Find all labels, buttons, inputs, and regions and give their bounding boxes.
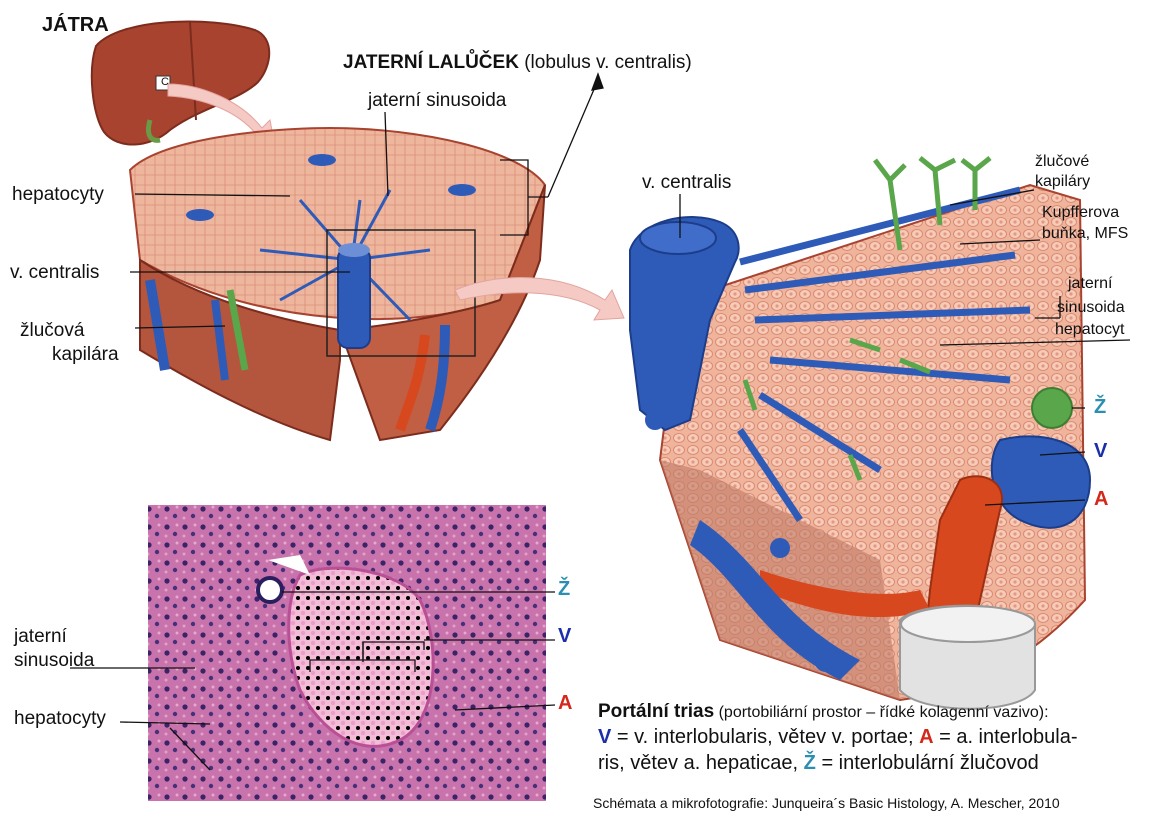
source-credit: Schémata a mikrofotografie: Junqueira´s …	[593, 792, 1060, 814]
caption-line3-a: ris, větev a. hepaticae,	[598, 752, 804, 774]
label-jaterni-right-2: sinusoida	[1057, 298, 1125, 317]
label-micro-sinus-1: jaterní	[14, 626, 67, 648]
caption-line2-b: = a. interlobula-	[934, 726, 1078, 748]
label-zlucove-kapilary-1: žlučové	[1035, 152, 1089, 171]
whole-liver-illustration	[92, 22, 269, 145]
caption-line-1: Portální trias (portobiliární prostor – …	[598, 700, 1049, 723]
label-zlucove-kapilary-2: kapiláry	[1035, 172, 1090, 191]
liver-section-marker: C	[158, 75, 172, 89]
label-zlucova-kapilara-2: kapilára	[52, 344, 119, 366]
label-A-micro: A	[558, 692, 572, 714]
label-v-centralis-right: v. centralis	[642, 172, 731, 194]
caption-line2-a: = v. interlobularis, větev v. portae;	[611, 726, 919, 748]
caption-V: V	[598, 726, 611, 748]
label-jaterni-right-1: jaterní	[1068, 274, 1112, 293]
label-V-micro: V	[558, 625, 571, 647]
label-A-diagram: A	[1094, 488, 1108, 510]
label-hepatocyty-left: hepatocyty	[12, 184, 104, 206]
label-jaterni-sinusoida-top: jaterní sinusoida	[368, 90, 506, 112]
label-zlucova-kapilara-1: žlučová	[20, 320, 84, 342]
label-v-centralis-left: v. centralis	[10, 262, 99, 284]
micrograph	[148, 505, 546, 801]
caption-line3-b: = interlobulární žlučovod	[816, 752, 1039, 774]
caption-title: Portální trias	[598, 701, 714, 722]
liver-title: JÁTRA	[42, 14, 109, 36]
caption-line-2: V = v. interlobularis, větev v. portae; …	[598, 726, 1078, 748]
label-hepatocyt: hepatocyt	[1055, 320, 1124, 339]
caption-A: A	[919, 726, 933, 748]
label-micro-hepatocyty: hepatocyty	[14, 708, 106, 730]
lobule-title: JATERNÍ LALŮČEK	[343, 52, 519, 73]
caption-Z: Ž	[804, 752, 816, 774]
lobule-subtitle: (lobulus v. centralis)	[519, 52, 692, 73]
lobule-heading: JATERNÍ LALŮČEK (lobulus v. centralis)	[343, 52, 692, 74]
label-micro-sinus-2: sinusoida	[14, 650, 94, 672]
caption-line-3: ris, větev a. hepaticae, Ž = interlobulá…	[598, 752, 1039, 774]
label-Z-diagram: Ž	[1094, 396, 1106, 418]
label-kupffer-2: buňka, MFS	[1042, 224, 1128, 243]
label-V-diagram: V	[1094, 440, 1107, 462]
label-Z-micro: Ž	[558, 578, 570, 600]
caption-title-rest: (portobiliární prostor – řídké kolagenní…	[714, 704, 1048, 721]
label-kupffer-1: Kupfferova	[1042, 203, 1119, 222]
